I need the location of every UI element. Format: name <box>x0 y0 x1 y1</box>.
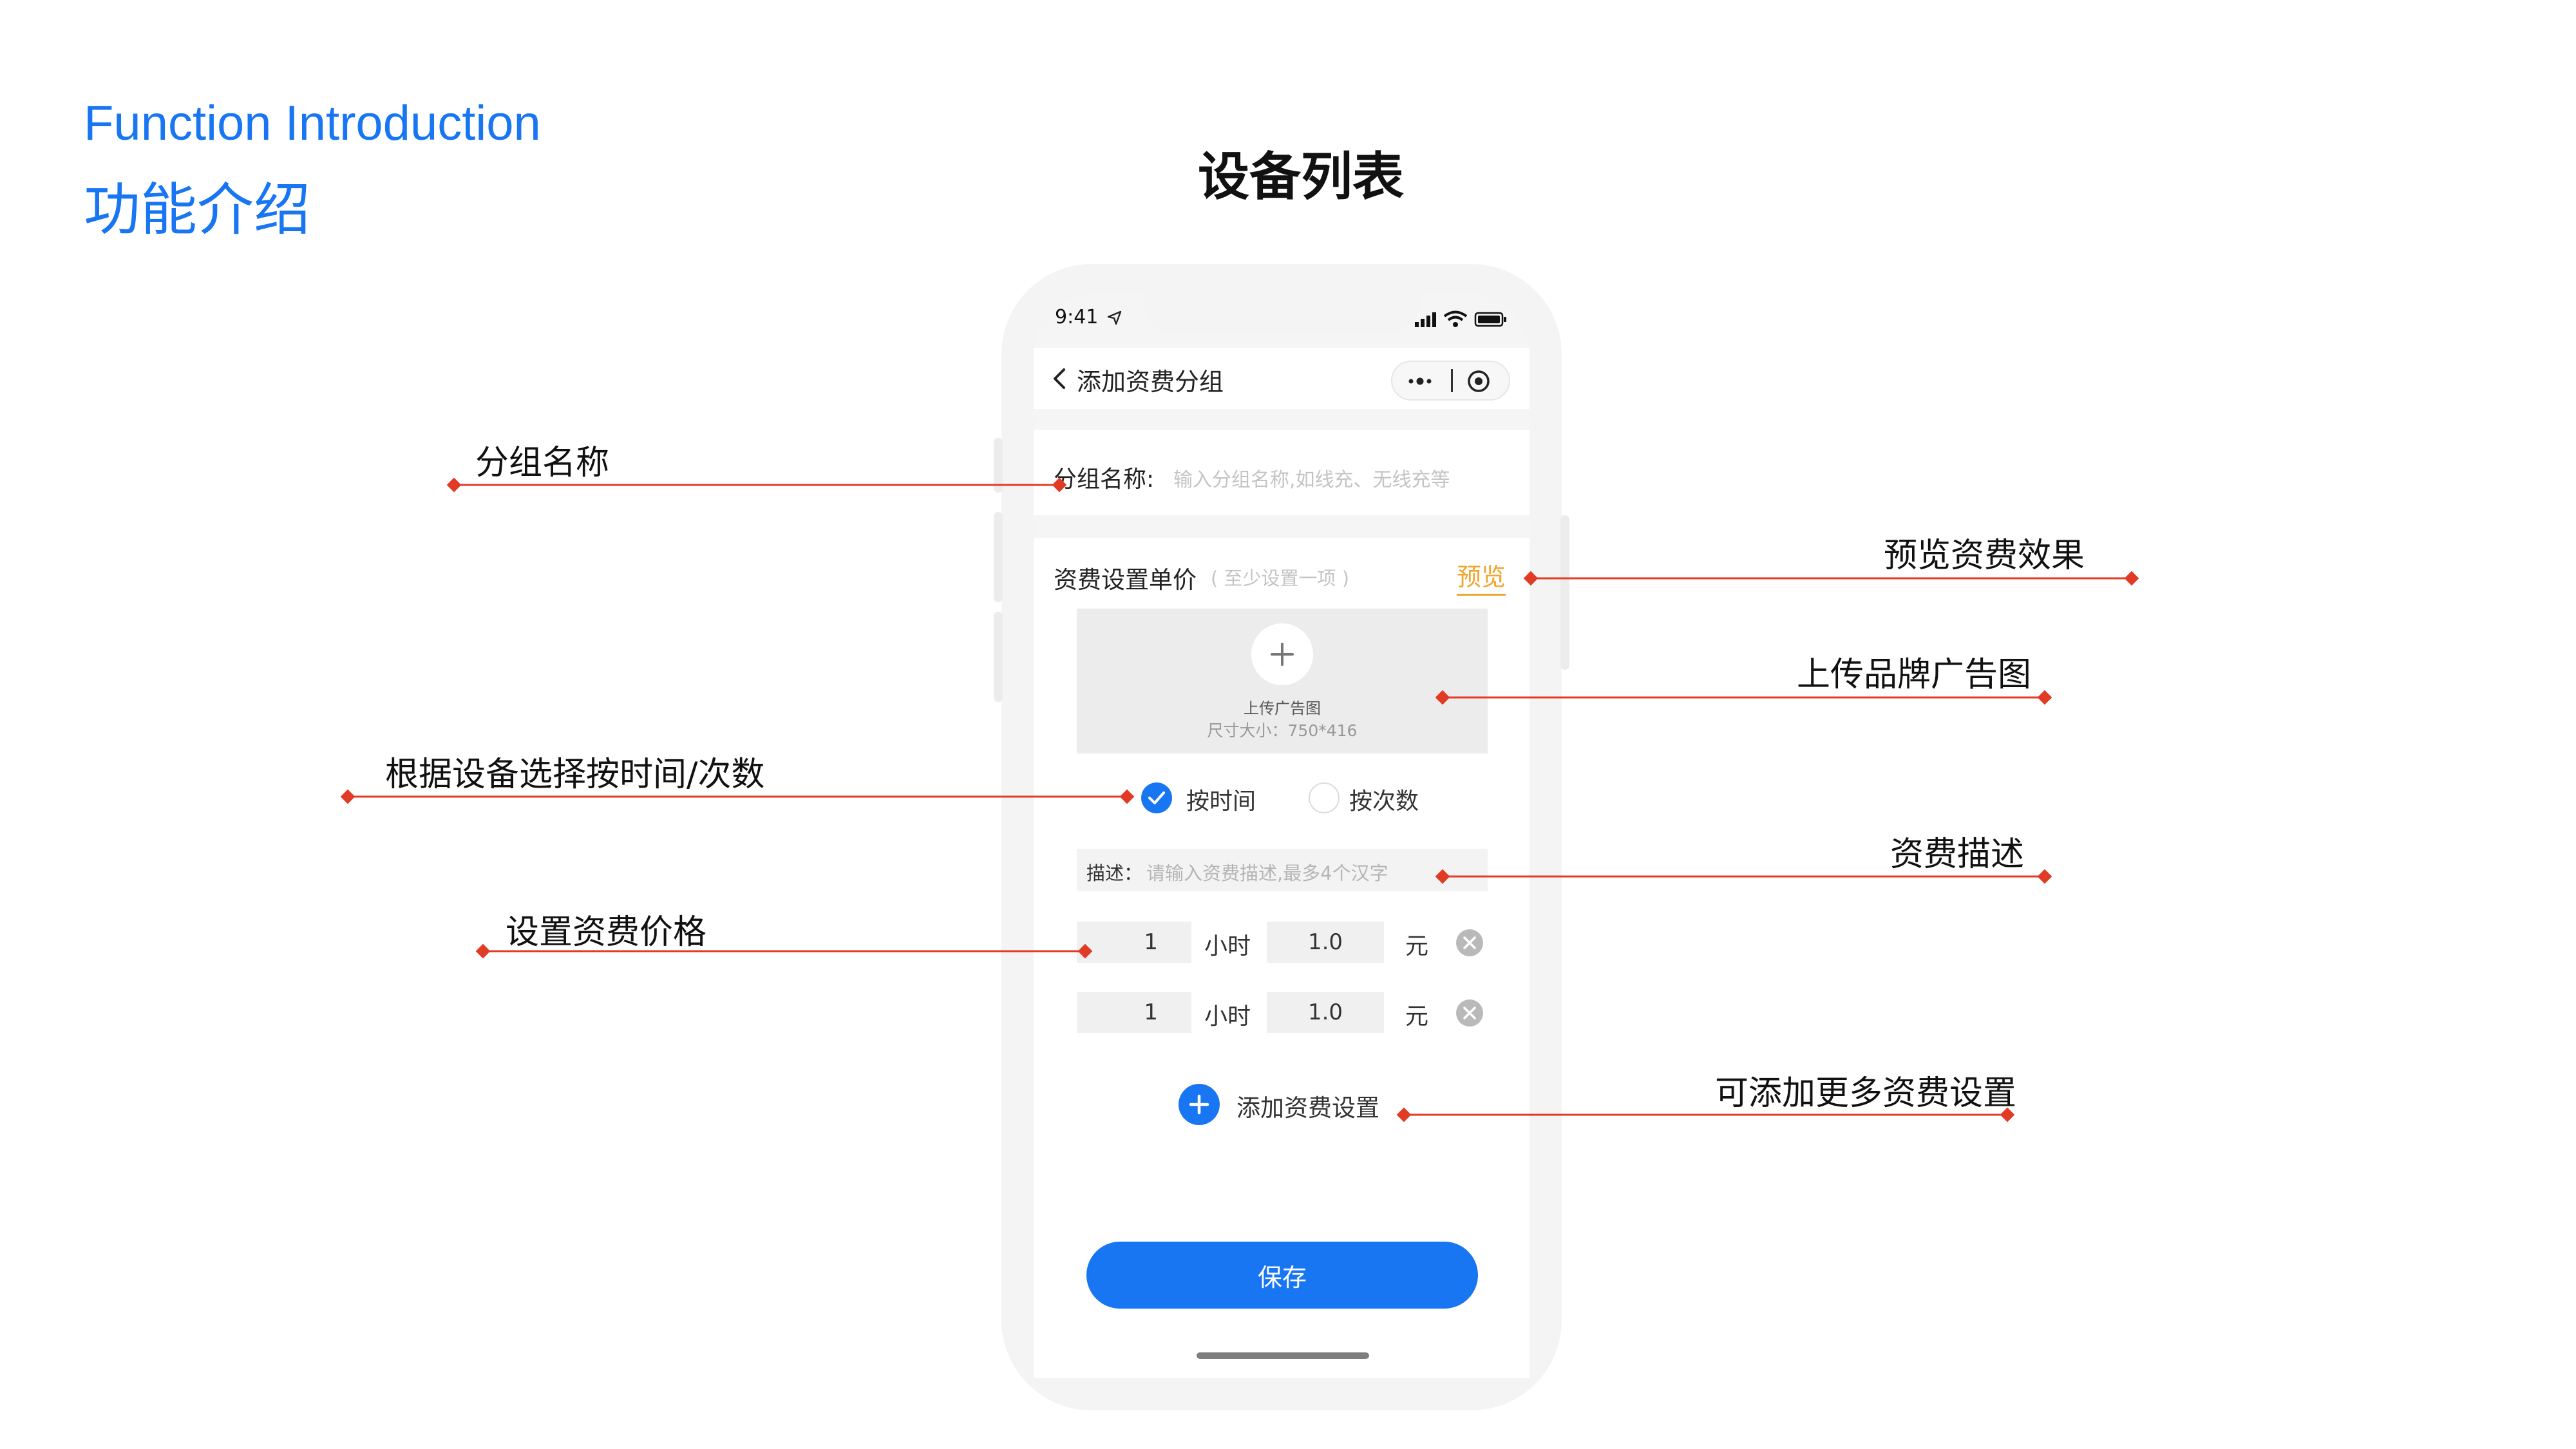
wifi-icon <box>1443 310 1468 327</box>
group-name-label: 分组名称: <box>1054 466 1155 493</box>
price-input[interactable]: 1.0 <box>1267 922 1384 963</box>
group-name-input[interactable]: 输入分组名称,如线充、无线充等 <box>1173 469 1450 491</box>
nav-title: 添加资费分组 <box>1077 368 1224 396</box>
radio-by-count[interactable] <box>1309 782 1340 813</box>
annotation-price: 设置资费价格 <box>506 913 707 952</box>
radio-by-count-label[interactable]: 按次数 <box>1349 788 1419 815</box>
remove-row-icon[interactable] <box>1455 929 1484 957</box>
checkmark-icon <box>1148 791 1165 804</box>
preview-link[interactable]: 预览 <box>1457 557 1506 596</box>
capsule-divider <box>1451 369 1453 392</box>
save-button[interactable]: 保存 <box>1086 1242 1478 1309</box>
annotation-add-more: 可添加更多资费设置 <box>1715 1074 2017 1113</box>
description-field[interactable] <box>1077 849 1488 891</box>
duration-input[interactable]: 1 <box>1077 992 1191 1033</box>
description-input[interactable]: 请输入资费描述,最多4个汉字 <box>1146 862 1388 884</box>
back-arrow-icon[interactable] <box>1048 366 1072 392</box>
remove-row-icon[interactable] <box>1455 999 1484 1027</box>
phone-side-button <box>994 512 1003 602</box>
home-indicator <box>1197 1352 1369 1359</box>
upload-title: 上传广告图 <box>1244 699 1321 717</box>
currency-unit: 元 <box>1405 1003 1429 1030</box>
annotation-description: 资费描述 <box>1890 835 2025 874</box>
radio-by-time-label[interactable]: 按时间 <box>1186 788 1256 815</box>
radio-by-time[interactable] <box>1141 782 1172 813</box>
duration-unit: 小时 <box>1204 933 1251 960</box>
group-name-card <box>1034 430 1530 515</box>
upload-size-hint: 尺寸大小：750*416 <box>1207 721 1358 740</box>
add-price-label[interactable]: 添加资费设置 <box>1236 1094 1379 1122</box>
phone-side-button <box>994 438 1003 493</box>
price-input[interactable]: 1.0 <box>1267 992 1384 1033</box>
annotation-group-name: 分组名称 <box>475 444 610 482</box>
battery-icon <box>1474 312 1506 327</box>
plus-icon <box>1271 643 1294 666</box>
more-dots-icon[interactable] <box>1401 371 1446 392</box>
annotation-billing-mode: 根据设备选择按时间/次数 <box>385 755 765 794</box>
intro-title-cn: 功能介绍 <box>84 176 311 243</box>
phone-side-button <box>1560 515 1569 670</box>
location-icon <box>1107 310 1122 325</box>
phone-side-button <box>994 612 1003 702</box>
price-section-label: 资费设置单价 <box>1054 566 1197 594</box>
signal-icon <box>1415 312 1436 327</box>
plus-icon <box>1189 1094 1209 1115</box>
price-section-hint: ( 至少设置一项 ) <box>1211 567 1350 589</box>
intro-title-en: Function Introduction <box>84 96 541 151</box>
close-miniprogram-icon[interactable] <box>1465 368 1492 395</box>
annotation-preview: 预览资费效果 <box>1884 536 2085 575</box>
description-label: 描述： <box>1086 862 1143 884</box>
annotation-upload: 上传品牌广告图 <box>1797 656 2032 694</box>
status-icons <box>1415 310 1506 327</box>
page-title: 设备列表 <box>1198 147 1404 207</box>
duration-input[interactable]: 1 <box>1077 922 1191 963</box>
phone-notch <box>1143 280 1420 334</box>
duration-unit: 小时 <box>1204 1003 1251 1030</box>
status-time: 9:41 <box>1055 306 1099 328</box>
currency-unit: 元 <box>1405 933 1429 960</box>
